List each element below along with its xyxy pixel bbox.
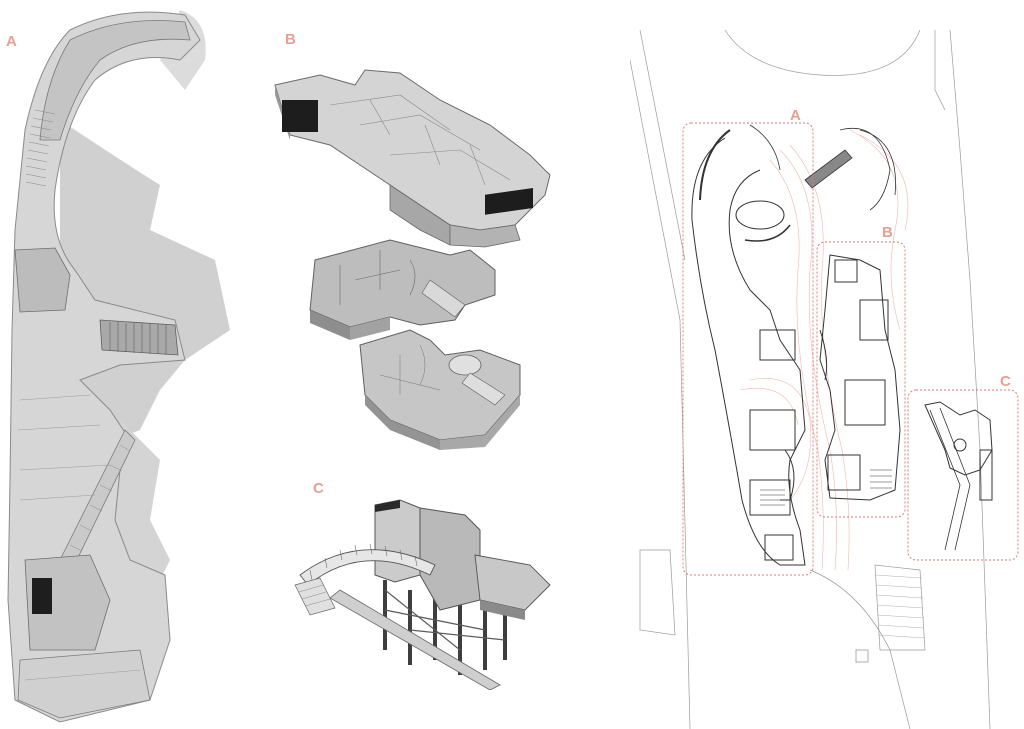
building-mass (7, 11, 201, 723)
plan-canopy (804, 128, 896, 211)
zone-c-label: C (1000, 373, 1011, 390)
skylight-dark (32, 578, 52, 614)
plan-zone-b-building (819, 254, 901, 501)
stilt-bracing (384, 589, 506, 651)
zone-c-outline (907, 389, 1019, 561)
aerial-render-a (7, 10, 230, 723)
zone-a-label: A (790, 107, 801, 124)
bridge-rail (309, 543, 418, 581)
site-marker (855, 649, 869, 663)
zone-a-outline (682, 122, 814, 576)
texture-lines (17, 394, 141, 681)
topo-contours (739, 129, 909, 571)
site-plan: A B C (630, 30, 1019, 729)
courtyard-stair (99, 319, 179, 356)
dark-opening (282, 100, 318, 132)
zone-b-outline (816, 241, 906, 518)
wall-lines (339, 250, 416, 305)
plan-zone-c-building (924, 401, 993, 551)
walkway-slats (69, 444, 131, 552)
spiral-stair (448, 354, 482, 376)
plan-stair-lines (870, 469, 892, 489)
arched-bridge (299, 549, 436, 586)
roof-folds (329, 94, 511, 186)
interior-stair (461, 372, 506, 406)
axonometric-c (294, 499, 551, 690)
panel-b-label: B (285, 31, 297, 48)
panel-c-label: C (313, 480, 325, 497)
stair-treads (25, 109, 56, 187)
interior-stair (421, 279, 466, 318)
dark-opening (485, 188, 533, 215)
roof-arc (39, 20, 191, 141)
zone-b-label: B (882, 224, 893, 241)
axon-b-ground-level (309, 239, 521, 450)
tower-block (419, 507, 481, 611)
plan-zone-a-building (691, 124, 806, 566)
pavilion-roof (14, 247, 71, 313)
lower-roof (17, 649, 151, 719)
axon-b-roof-level (274, 69, 551, 248)
tower-block (374, 499, 421, 583)
plan-stair-lines (760, 489, 785, 506)
wall-lines (379, 344, 441, 395)
boardwalk-slats (874, 574, 926, 639)
stair-treads (109, 322, 167, 355)
stair-treads (298, 584, 331, 607)
panel-a-label: A (6, 33, 18, 50)
axonometric-b (274, 69, 551, 450)
entry-stair (294, 577, 336, 616)
side-pavilion (474, 554, 551, 611)
ramp (329, 589, 501, 690)
site-context (630, 30, 991, 729)
